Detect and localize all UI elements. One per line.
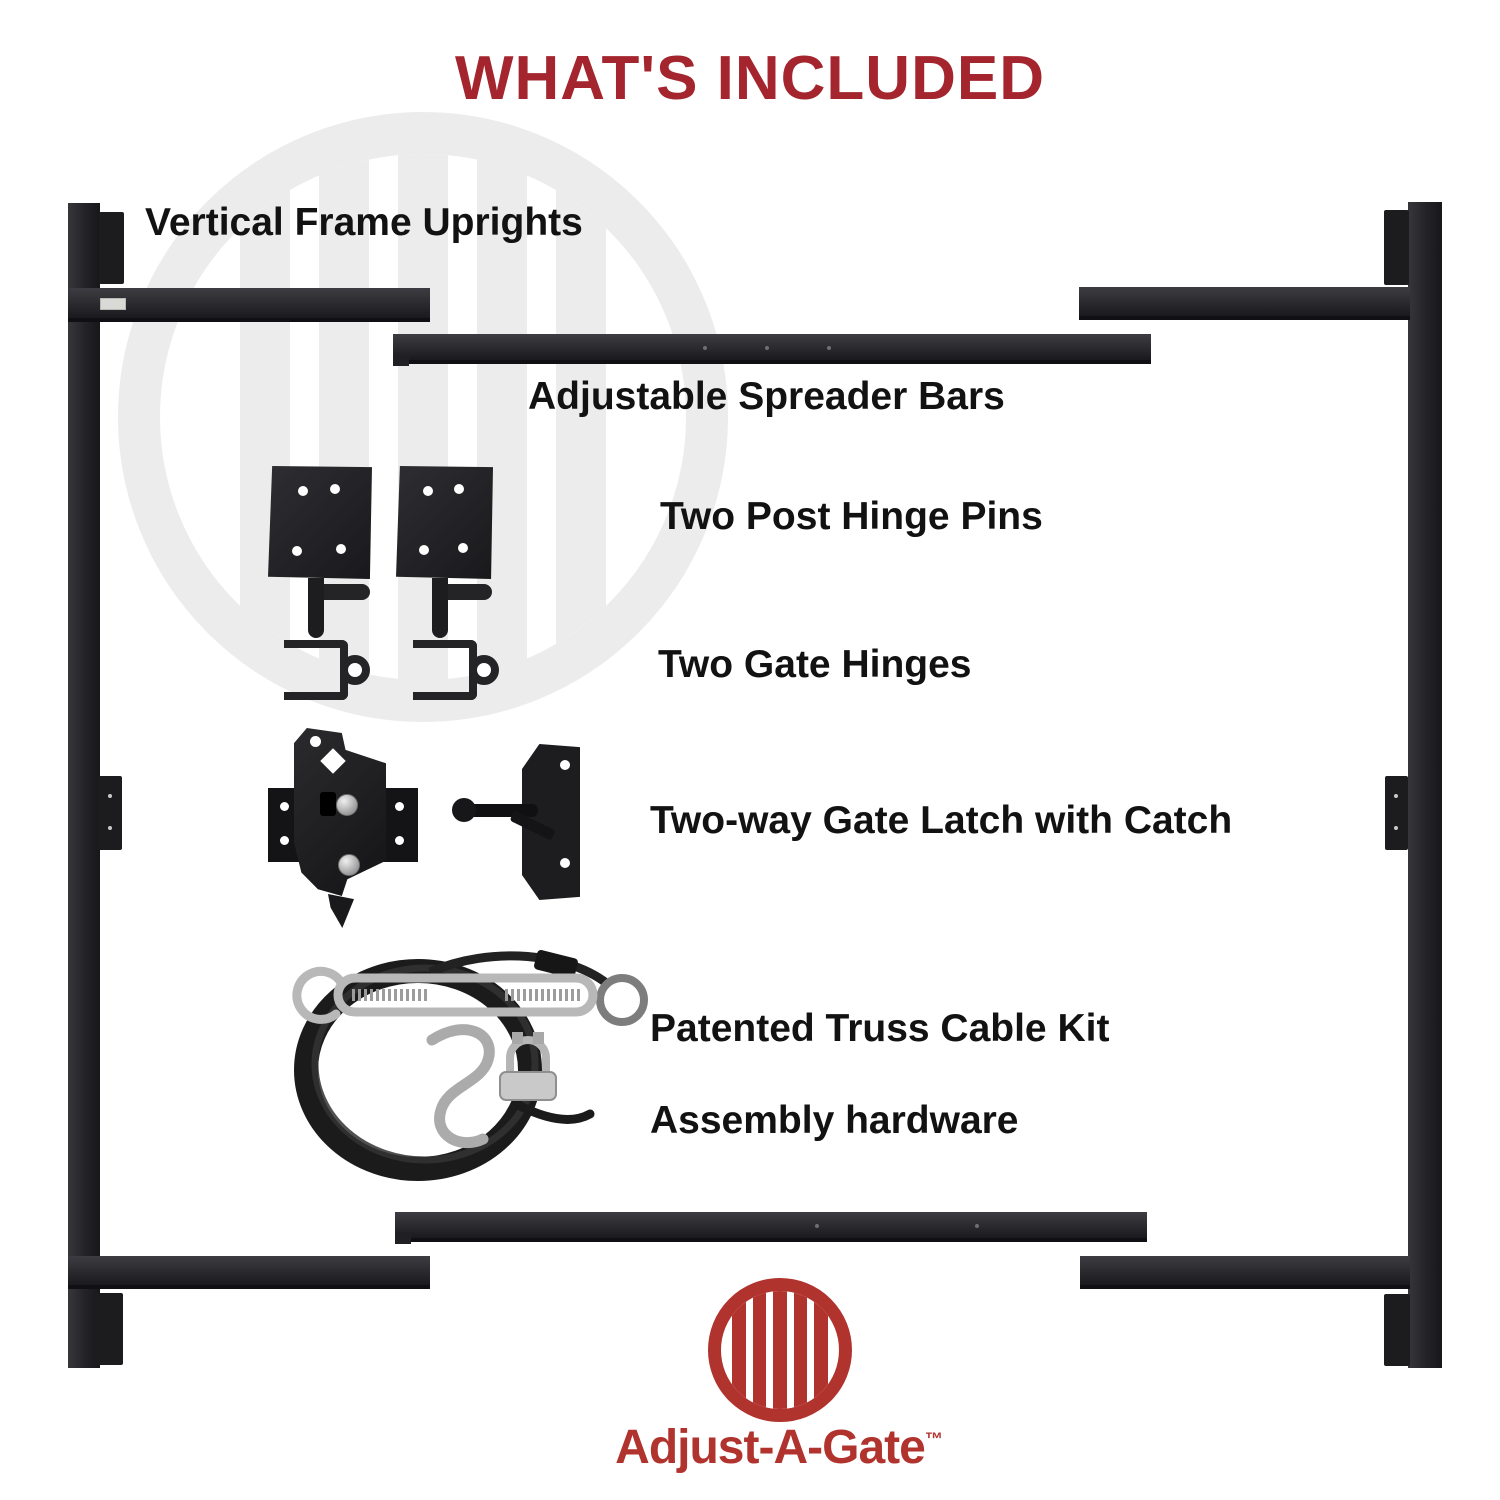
cable-clamp — [499, 1032, 557, 1101]
label-patented-truss-cable-kit: Patented Truss Cable Kit — [650, 1007, 1110, 1050]
frame-upright-left-top-bracket — [99, 212, 124, 284]
frame-upright-right-top-arm — [1079, 287, 1410, 320]
frame-upright-right-mid-bracket — [1385, 776, 1408, 850]
gate-latch — [262, 728, 424, 928]
turnbuckle — [292, 966, 598, 1024]
frame-upright-right-top-bracket — [1384, 210, 1409, 285]
post-hinge-pin-1 — [268, 466, 374, 642]
latch-catch — [452, 744, 584, 904]
label-two-gate-hinges: Two Gate Hinges — [658, 643, 972, 686]
s-hook — [426, 1024, 495, 1149]
label-adjustable-spreader-bars: Adjustable Spreader Bars — [528, 375, 1005, 418]
frame-upright-left-bottom-arm — [68, 1256, 430, 1289]
frame-upright-left-mid-bracket — [98, 776, 122, 850]
spreader-bar-top — [393, 334, 1151, 366]
frame-upright-left-post — [68, 203, 100, 1368]
frame-upright-left-bottom-bracket — [95, 1293, 123, 1365]
brand-name-text: Adjust-A-Gate — [615, 1421, 926, 1474]
trademark-symbol: ™ — [924, 1429, 943, 1449]
frame-sticker — [100, 298, 126, 310]
post-hinge-pin-2 — [396, 466, 496, 642]
label-vertical-frame-uprights: Vertical Frame Uprights — [145, 201, 583, 244]
label-two-post-hinge-pins: Two Post Hinge Pins — [660, 495, 1043, 538]
page-title: WHAT'S INCLUDED — [455, 44, 1045, 113]
truss-cable-kit-image — [292, 950, 648, 1181]
frame-upright-left-top-arm — [68, 288, 430, 322]
label-assembly-hardware: Assembly hardware — [650, 1099, 1019, 1142]
spreader-bar-bottom — [395, 1212, 1147, 1244]
brand-logo-bars-icon — [721, 1291, 839, 1409]
frame-upright-right-post — [1408, 202, 1442, 1368]
cable-coil — [294, 950, 648, 1181]
brand-name: Adjust-A-Gate™ — [479, 1424, 1079, 1472]
gate-hinge-2 — [413, 640, 509, 704]
label-two-way-gate-latch: Two-way Gate Latch with Catch — [650, 799, 1233, 842]
frame-upright-right-bottom-arm — [1080, 1256, 1410, 1289]
gate-hinge-1 — [284, 640, 380, 704]
frame-upright-right-bottom-bracket — [1384, 1294, 1410, 1366]
